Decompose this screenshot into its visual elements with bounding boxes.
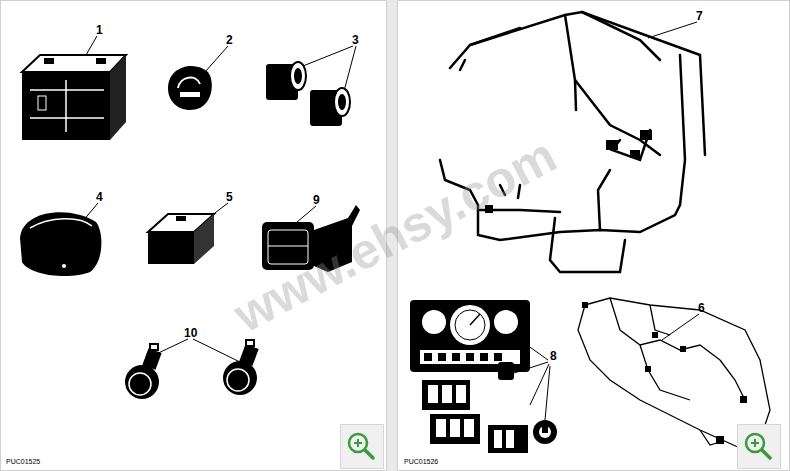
callout-number: 2 [226,34,233,46]
callout-number: 6 [698,302,705,314]
callout-number: 7 [696,10,703,22]
figure-code: PUC01526 [404,458,438,465]
callout-number: 4 [96,191,103,203]
callout-number: 5 [226,191,233,203]
callout-number: 8 [550,350,557,362]
callout-number: 9 [313,194,320,206]
callout-number: 1 [96,24,103,36]
callout-number: 10 [184,327,197,339]
callout-number: 3 [352,34,359,46]
figure-code: PUC01525 [6,458,40,465]
